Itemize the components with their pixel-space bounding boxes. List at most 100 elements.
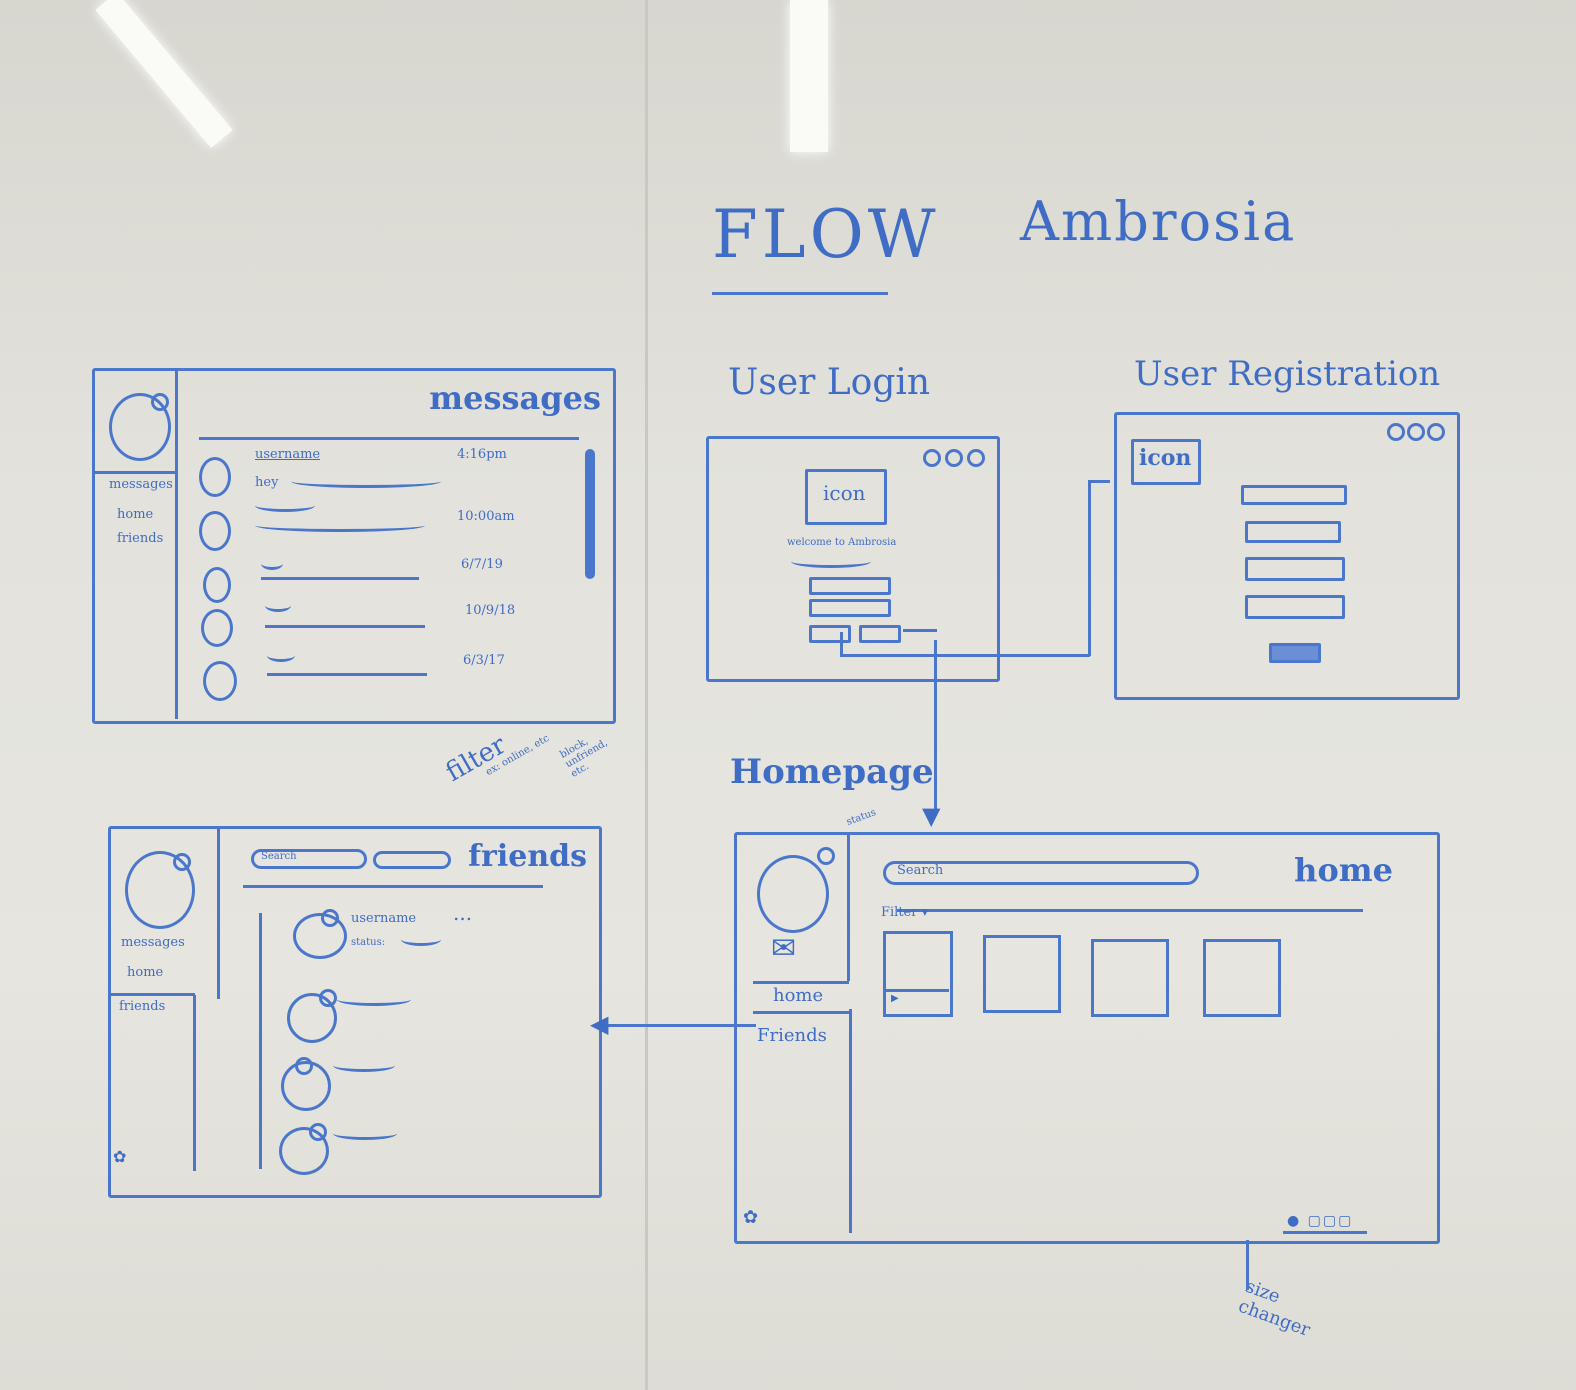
sidebar-separator [95,471,175,474]
login-icon-text: icon [823,481,866,505]
row-preview-line [261,577,419,580]
nav-messages[interactable]: messages [121,935,185,950]
home-avatar [757,855,829,933]
row-preview-line [265,625,425,628]
nav-friends[interactable]: friends [119,999,166,1014]
row-name-squiggle [261,557,283,570]
connector-home-friends [606,1024,756,1027]
window-dot [967,449,985,467]
friend-avatar [293,913,347,959]
friend-avatar [287,993,337,1043]
size-changer-slider[interactable] [1283,1231,1367,1234]
login-username-field[interactable] [809,577,891,595]
row-avatar [203,661,237,701]
media-tile[interactable] [1203,939,1281,1017]
connector-login-down [840,632,843,654]
avatar-status-dot [151,393,169,411]
friend-more-options[interactable]: ... [453,901,473,925]
window-dot [1427,423,1445,441]
more-options-note: block, unfriend, etc. [558,735,610,780]
registration-submit-button[interactable] [1269,643,1321,663]
welcome-underline [791,555,871,568]
friend-name-squiggle [333,1127,397,1140]
status-note: status [845,807,878,828]
row-time: 10/9/18 [465,603,516,618]
friend-status-dot [309,1123,327,1141]
nav-home[interactable]: home [117,507,154,522]
registration-field-4[interactable] [1245,595,1345,619]
row-time: 4:16pm [457,447,507,462]
row-time: 6/3/17 [463,653,505,668]
gear-icon[interactable]: ✿ [743,1207,759,1228]
row-preview-squiggle [255,519,425,532]
arrow-left-icon: ◀ [590,1010,609,1038]
messages-scrollbar[interactable] [585,449,595,579]
home-search-placeholder: Search [897,863,944,878]
friends-search-placeholder: Search [261,851,297,862]
registration-field-1[interactable] [1241,485,1347,505]
home-title: home [1294,851,1393,889]
row-preview: hey [255,475,279,490]
registration-icon-text: icon [1139,445,1192,471]
messages-header-line [199,437,579,440]
login-password-field[interactable] [809,599,891,617]
home-nav-bottom-line [753,1011,849,1014]
registration-field-2[interactable] [1245,521,1341,543]
window-dot [945,449,963,467]
friend-status-dot [319,989,337,1007]
registration-field-3[interactable] [1245,557,1345,581]
gear-icon[interactable]: ✿ [113,1147,127,1166]
nav-separator [111,993,195,996]
register-button[interactable] [859,625,901,643]
connector-to-registration [840,654,1090,657]
friends-filter-button[interactable] [373,851,451,869]
registration-icon-box [1131,439,1201,485]
ceiling-light-left [95,0,233,148]
friend-username: username [351,911,417,926]
friend-status-dot [321,909,339,927]
avatar-status-dot [173,853,191,871]
friends-avatar [125,851,195,929]
glass-seam [645,0,648,1390]
media-tile[interactable] [883,931,953,1017]
login-icon-box [805,469,887,525]
home-sidebar-lower [849,1009,852,1233]
friends-title: friends [468,839,587,874]
nav-messages[interactable]: messages [109,477,173,492]
media-tile[interactable] [1091,939,1169,1017]
friends-search-input[interactable] [251,849,367,869]
play-icon[interactable]: ▶ [891,993,899,1004]
nav-home[interactable]: home [773,985,824,1006]
window-dot [1387,423,1405,441]
messages-avatar [109,393,171,461]
row-avatar [201,609,233,647]
media-tile[interactable] [983,935,1061,1013]
row-name-squiggle [255,499,315,512]
friends-sidebar-lower [193,995,196,1171]
friends-frame: messages home friends ✿ Search friends u… [108,826,602,1198]
friends-sidebar-divider [217,829,220,999]
size-changer-pointer [1246,1240,1249,1290]
connector-login-homepage [934,640,937,816]
home-nav-top-line [753,981,849,984]
row-username: username [255,447,321,462]
mail-icon[interactable]: ✉ [771,931,797,966]
home-search-input[interactable] [883,861,1199,885]
nav-friends[interactable]: Friends [757,1025,827,1046]
registration-label: User Registration [1134,354,1441,394]
messages-frame: messages home friends messages username … [92,368,616,724]
nav-home[interactable]: home [127,965,164,980]
app-name: Ambrosia [1020,190,1297,253]
registration-frame: icon [1114,412,1460,700]
home-filter-dropdown[interactable]: Filter ▾ [881,905,929,920]
ceiling-light-right [790,0,828,152]
nav-friends[interactable]: friends [117,531,164,546]
avatar-status-dot [817,847,835,865]
home-header-line [897,909,1363,912]
row-time: 10:00am [457,509,515,524]
friends-list-divider [259,913,262,1169]
row-avatar [199,511,231,551]
messages-sidebar-divider [175,371,178,719]
size-changer-icons[interactable]: ● ▢▢▢ [1287,1213,1354,1229]
login-button[interactable] [809,625,851,643]
